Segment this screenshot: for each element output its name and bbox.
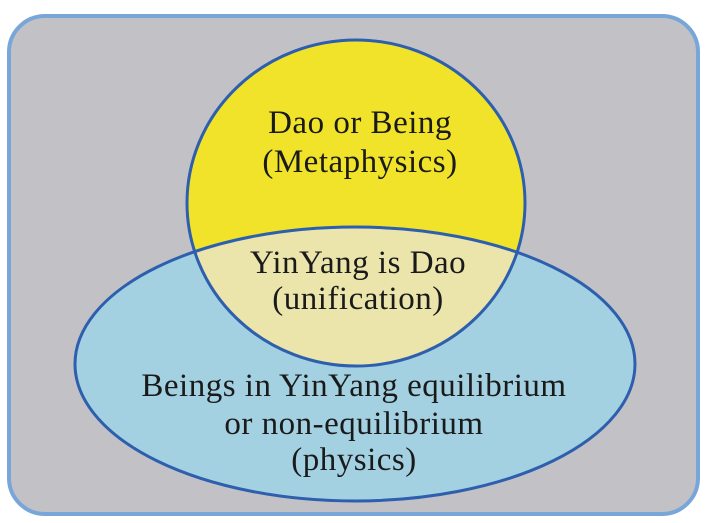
physics-ellipse-outline [73,225,637,503]
unification-label-line-2: (unification) [272,281,443,317]
metaphysics-label-line-1: Dao or Being [268,105,452,141]
metaphysics-circle-outline [185,38,527,368]
physics-label-line-2: or non-equilibrium [224,406,483,442]
physics-label-line-1: Beings in YinYang equilibrium [141,368,566,404]
metaphysics-label-line-2: (Metaphysics) [262,144,457,180]
unification-label-line-1: YinYang is Dao [250,245,466,281]
physics-label-line-3: (physics) [291,442,416,478]
